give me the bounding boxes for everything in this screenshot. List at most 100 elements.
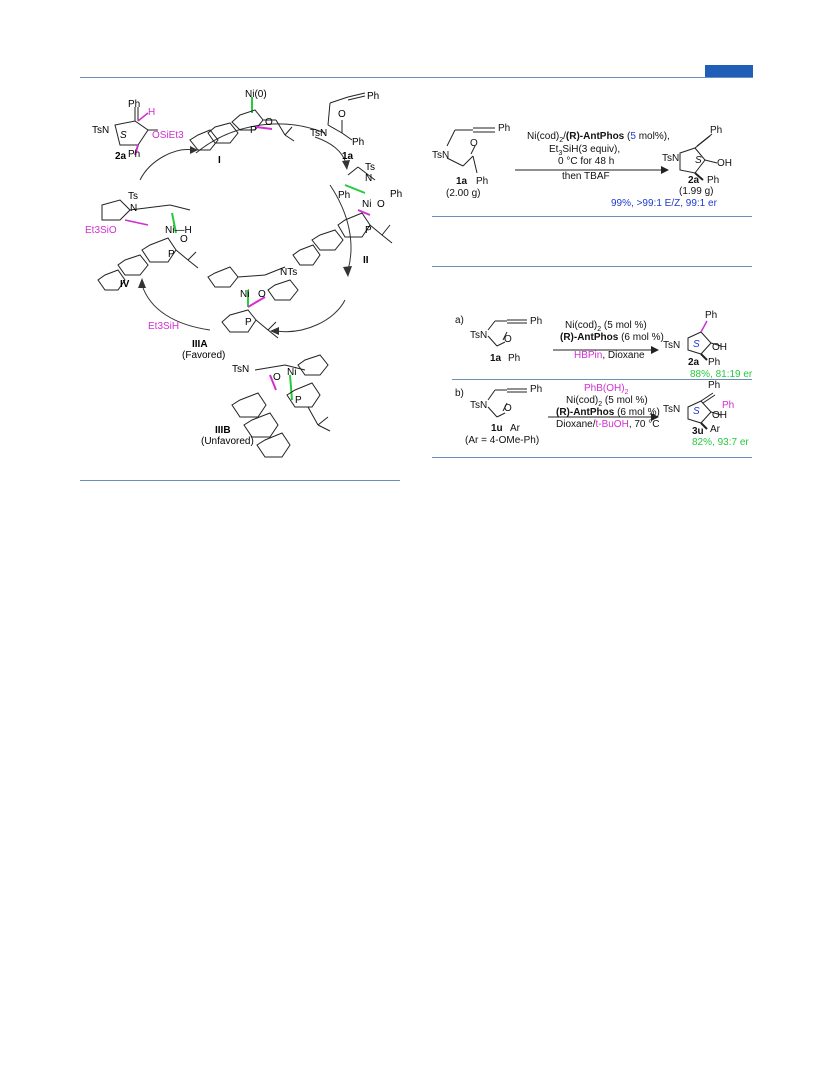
b-3u-ar: Ar	[710, 424, 720, 435]
IV-ts: Ts	[128, 191, 138, 202]
sub-1a-ph-top: Ph	[367, 91, 379, 102]
2a-H: H	[148, 107, 155, 118]
header-tab	[705, 65, 753, 77]
IIIA-label: IIIA	[192, 339, 208, 350]
arrowhead-substrate	[342, 160, 350, 170]
top-2a-mass: (1.99 g)	[679, 186, 714, 197]
top-arrowhead	[661, 166, 669, 174]
cat-I-metal: Ni(0)	[245, 89, 267, 100]
II-ts: Ts	[365, 162, 375, 173]
a-2a-S: S	[693, 339, 700, 350]
a-2a-ph-top: Ph	[705, 310, 718, 321]
a-rule	[452, 379, 752, 380]
b-rule	[432, 457, 752, 458]
structure-IIIA	[207, 266, 299, 339]
top-2a-ph-top: Ph	[710, 125, 723, 136]
top-1a-label: 1a	[456, 176, 468, 187]
structure-1a-cycle	[327, 92, 366, 141]
b-cond-line2: Ni(cod)2 (5 mol %)	[566, 395, 648, 408]
II-ph2: Ph	[390, 189, 402, 200]
b-cond-line3: (R)-AntPhos (6 mol %)	[556, 407, 660, 418]
a-1a-ph-alkyne: Ph	[530, 316, 543, 327]
header-rule	[80, 77, 753, 78]
IIIA-nts: NTs	[280, 267, 297, 278]
b-1u-ph-alkyne: Ph	[530, 384, 543, 395]
a-cond-line3: HBPin, Dioxane	[574, 350, 645, 361]
IIIB-O: O	[273, 372, 281, 383]
top-cond-line3: 0 °C for 48 h	[558, 156, 615, 167]
top-cond-line1: Ni(cod)2/(R)-AntPhos (5 mol%),	[527, 131, 670, 144]
b-1u-label: 1u	[491, 423, 503, 434]
b-arrowhead	[651, 413, 659, 421]
IIIB-label: IIIB	[215, 425, 231, 436]
IV-ni-h: Ni—H	[165, 225, 192, 236]
IIIA-P: P	[245, 317, 252, 328]
II-O: O	[377, 199, 385, 210]
scheme-a-structures	[487, 319, 722, 361]
structure-IV	[97, 199, 199, 291]
a-result: 88%, 81:19 er	[690, 369, 753, 380]
II-N: N	[365, 173, 372, 184]
sub-1a-ph: Ph	[352, 137, 364, 148]
b-3u-S: S	[693, 406, 700, 417]
II-P: P	[365, 225, 372, 236]
b-3u-tsn: TsN	[663, 404, 681, 415]
top-cond-line4: then TBAF	[562, 171, 610, 182]
2a-ph: Ph	[128, 149, 140, 160]
structure-IIIB	[231, 354, 331, 458]
IIIA-note: (Favored)	[182, 350, 225, 361]
b-1u-tsn: TsN	[470, 400, 488, 411]
b-1u-note: (Ar = 4-OMe-Ph)	[465, 435, 540, 446]
top-2a-ph: Ph	[707, 175, 720, 186]
a-cond-line2: (R)-AntPhos (6 mol %)	[560, 332, 664, 343]
a-1a-label: 1a	[490, 353, 502, 364]
a-arrowhead	[651, 346, 659, 354]
catalytic-cycle: Ni(0) O P I Ph TsN O Ph 1a Ts N Ni O Ph …	[85, 89, 402, 458]
2a-S: S	[120, 130, 127, 141]
top-1a-mass: (2.00 g)	[446, 188, 481, 199]
IV-O: O	[180, 234, 188, 245]
b-3u-label: 3u	[692, 426, 704, 437]
IIIB-P: P	[295, 395, 302, 406]
sub-1a-label: 1a	[342, 151, 354, 162]
a-2a-oh: OH	[712, 342, 727, 353]
top-2a-label: 2a	[688, 175, 700, 186]
sub-1a-tsn: TsN	[310, 128, 327, 139]
top-cond-line2: Et3SiH(3 equiv),	[549, 144, 621, 157]
b-1u-O: O	[504, 403, 512, 414]
top-1a-ph: Ph	[476, 176, 489, 187]
top-2a-tsn: TsN	[662, 153, 680, 164]
b-3u-ph-mag: Ph	[722, 400, 735, 411]
cycle-bottom-rule	[80, 480, 400, 481]
IV-siO: Et3SiO	[85, 225, 117, 236]
II-ph: Ph	[338, 190, 350, 201]
structure-2a-cycle	[114, 107, 158, 156]
cat-I-O: O	[265, 117, 273, 128]
IV-label: IV	[120, 279, 130, 290]
cat-I-P: P	[250, 125, 257, 136]
b-cond-line4: Dioxane/t-BuOH, 70 °C	[556, 419, 660, 430]
substrate-arrow	[314, 136, 347, 164]
IIIA-O: O	[258, 289, 266, 300]
IIIB-tsn: TsN	[232, 364, 249, 375]
cycle-arrow-top	[195, 123, 326, 154]
cycle-arrow-right	[329, 184, 352, 271]
scheme-top-structures	[446, 127, 718, 181]
top-rule-1	[432, 216, 752, 217]
2a-label: 2a	[115, 151, 127, 162]
top-result: 99%, >99:1 E/Z, 99:1 er	[611, 198, 717, 209]
arrowhead-top-left	[190, 146, 198, 154]
2a-osi: OSiEt3	[152, 130, 184, 141]
cycle-arrow-left-upper	[139, 149, 194, 181]
IV-N: N	[130, 203, 137, 214]
2a-tsn: TsN	[92, 125, 109, 136]
scheme-b-structures	[487, 388, 722, 430]
top-rule-2	[432, 266, 752, 267]
a-2a-label: 2a	[688, 357, 700, 368]
et3sih-label: Et3SiH	[148, 321, 179, 332]
a-2a-tsn: TsN	[663, 340, 681, 351]
IIIB-ni: Ni	[287, 367, 296, 378]
cycle-arrow-left-lower	[141, 284, 211, 331]
arrowhead-lower	[270, 327, 279, 335]
IIIB-note: (Unfavored)	[201, 436, 254, 447]
